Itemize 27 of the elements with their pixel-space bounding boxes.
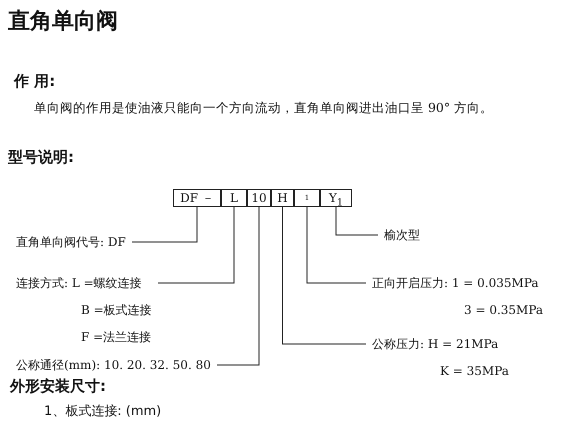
- explanation-text: 公称压力: H = 21MPa: [372, 336, 500, 352]
- connector-line: [216, 206, 260, 366]
- connector-line: [158, 206, 234, 284]
- explanation-text: 直角单向阀代号: DF: [16, 234, 126, 250]
- explanation-text: 正向开启压力: 1 = 0.035MPa: [372, 275, 540, 291]
- connector-line: [306, 206, 366, 284]
- explanation-text: 榆次型: [384, 227, 420, 243]
- code-cell: Y$_{1}$: [320, 189, 352, 207]
- title: 直角单向阀: [8, 8, 118, 36]
- code-cell: 10: [247, 189, 271, 207]
- heading: 型号说明:: [8, 148, 74, 167]
- heading: 作 用:: [14, 72, 56, 91]
- explanation-text: 公称通径(mm): 10. 20. 32. 50. 80: [16, 357, 211, 373]
- code-cell: L: [221, 189, 247, 207]
- code-cell: DF －: [173, 189, 221, 207]
- code-cell: H: [271, 189, 294, 207]
- explanation-text: 连接方式: L =螺纹连接: [16, 275, 143, 291]
- sub-heading: 1、板式连接: (mm): [44, 403, 162, 420]
- explanation-text: 3 = 0.35MPa: [463, 302, 544, 318]
- connector-line: [132, 206, 198, 242]
- heading: 外形安装尺寸:: [10, 377, 106, 396]
- explanation-text: B =板式连接: [80, 302, 152, 318]
- connector-line: [282, 206, 366, 344]
- explanation-text: K = 35MPa: [439, 363, 509, 379]
- explanation-text: F =法兰连接: [80, 329, 152, 345]
- paragraph: 单向阀的作用是使油液只能向一个方向流动，直角单向阀进出油口呈 90° 方向。: [34, 100, 494, 117]
- connector-line: [336, 206, 378, 236]
